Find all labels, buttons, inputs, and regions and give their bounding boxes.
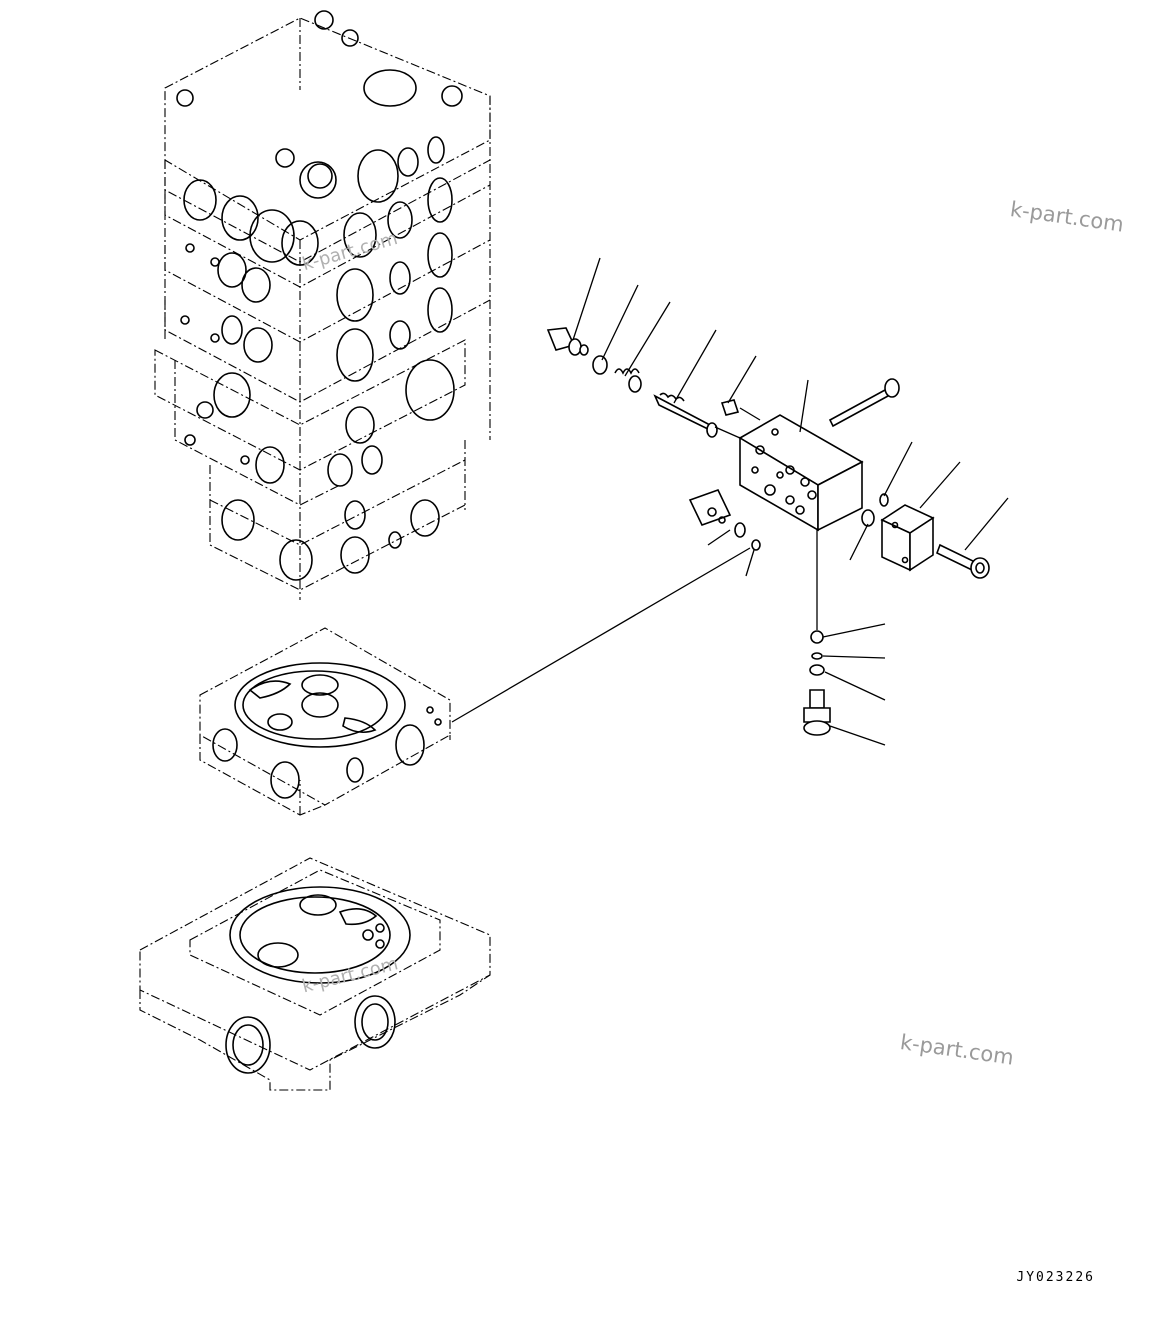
- valve-section-middle: [199, 627, 451, 816]
- drawing-code: JY023226: [1016, 1270, 1095, 1285]
- valve-block: [738, 414, 864, 532]
- check-parts-bottom: [803, 630, 831, 736]
- end-plate: [880, 504, 935, 572]
- orings-right: [861, 493, 889, 527]
- control-valve-stack: [154, 10, 491, 600]
- cap-screw-right: [935, 543, 990, 579]
- valve-section-bottom: [139, 857, 491, 1091]
- leader-lines: [451, 257, 1009, 746]
- spool-parts: [546, 327, 740, 438]
- gasket-left: [688, 489, 761, 551]
- bolt-top: [828, 378, 900, 428]
